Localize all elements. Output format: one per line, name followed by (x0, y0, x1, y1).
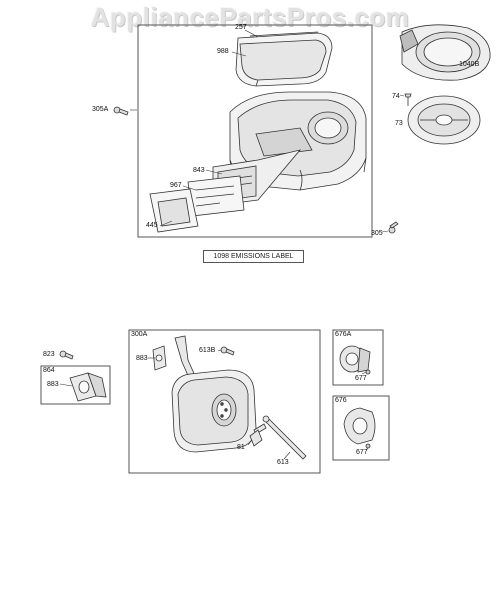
muffler (171, 369, 257, 453)
callout-883-left: 883 (47, 381, 59, 388)
muffler-box-300a (128, 329, 321, 474)
callout-843: 843 (193, 167, 205, 174)
callout-300a: 300A (131, 331, 148, 338)
gasket-box-864 (40, 365, 111, 405)
watermark: AppliancePartsPros.com (90, 2, 410, 32)
cover-988 (235, 31, 333, 87)
callout-967: 967 (170, 182, 182, 189)
deflector-box-676a (332, 329, 384, 386)
callout-305: 305 (371, 230, 383, 237)
top-assembly-frame (137, 24, 373, 238)
emissions-label: 1098 EMISSIONS LABEL (203, 250, 304, 263)
leader-lines-top (130, 29, 405, 233)
callout-883: 883 (136, 355, 148, 362)
callout-823: 823 (43, 351, 55, 358)
screw-613b (220, 346, 235, 356)
deflector-676a (339, 345, 371, 375)
callout-613b: 613B (199, 347, 216, 354)
callout-1040b: 1040B (459, 61, 480, 68)
deflector-box-676 (332, 395, 390, 461)
gasket-883 (152, 345, 167, 371)
blower-housing (229, 91, 367, 191)
callout-864: 864 (43, 367, 55, 374)
bolt-613 (262, 415, 307, 460)
label-445 (149, 188, 199, 233)
callout-676: 676 (335, 397, 347, 404)
gasket-883-left (69, 372, 107, 402)
deflector-676 (343, 407, 376, 449)
leader-lines-bottom (59, 349, 369, 460)
callout-677-b: 677 (356, 449, 368, 456)
callout-988: 988 (217, 48, 229, 55)
screw-74 (404, 93, 412, 106)
bracket-81 (249, 423, 267, 447)
callout-81: 81 (237, 444, 245, 451)
callout-613: 613 (277, 459, 289, 466)
screw-305a (113, 106, 129, 116)
callout-257: 257 (235, 24, 247, 31)
callout-73: 73 (395, 120, 403, 127)
screw-305 (388, 221, 399, 234)
label-967 (187, 175, 245, 217)
callout-445: 445 (146, 222, 158, 229)
callout-677-a: 677 (355, 375, 367, 382)
screen-1040b (399, 24, 491, 81)
callout-74: 74 (392, 93, 400, 100)
callout-305a: 305A (92, 106, 109, 113)
screen-73 (407, 95, 481, 145)
callout-676a: 676A (335, 331, 352, 338)
screw-823 (59, 350, 74, 360)
